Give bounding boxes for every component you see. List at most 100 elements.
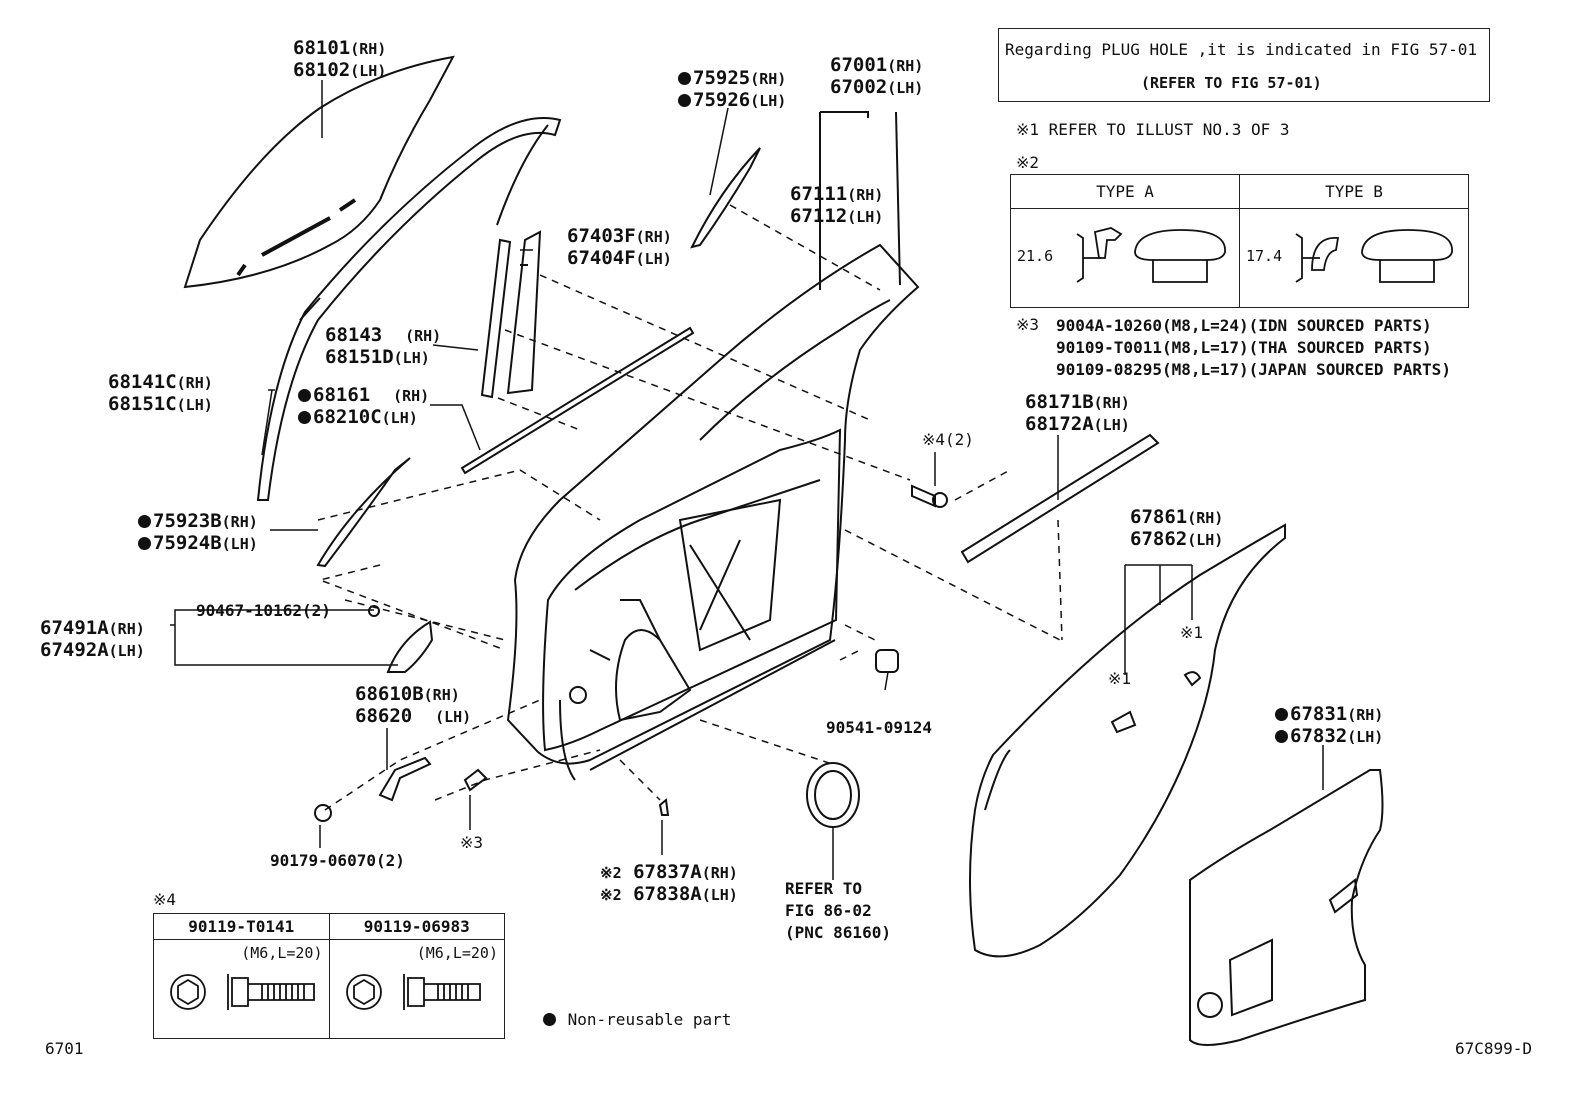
clip-shape [1110,671,1202,734]
non-reusable-dot-icon [1275,708,1288,721]
mirror-base-shape [386,620,434,673]
label-67112: 67112(LH) [790,205,884,227]
opening-trim-inner [984,749,1011,811]
label-67838a: ※2 67838A(LH) [600,883,738,905]
non-reusable-legend: Non-reusable part [543,1011,731,1029]
plug-hole-note-box: Regarding PLUG HOLE ,it is indicated in … [998,28,1490,102]
label-67837a: ※2 67837A(RH) [600,861,738,883]
speaker-shape [806,762,860,828]
label-90179: 90179-06070(2) [270,851,405,870]
label-x1-right: ※1 [1180,623,1204,642]
label-90467: 90467-10162(2) [196,601,331,620]
door-panel-shape [506,243,920,781]
bolt-x4-head [932,492,948,508]
label-67862: 67862(LH) [1130,528,1224,550]
label-68172a: 68172A(LH) [1025,413,1130,435]
bolt-col2-part-number: 90119-06983 [328,913,505,940]
footer-illustration-code: 67C899-D [1455,1039,1533,1058]
label-refer-pnc: (PNC 86160) [785,923,891,942]
bolt-col2-spec: (M6,L=20) [416,944,498,962]
garnish-75923b-shape [316,457,411,568]
footer-figure-number: 6701 [45,1039,84,1058]
clip-67837-shape [658,798,670,816]
non-reusable-dot-icon [298,411,311,424]
label-68171b: 68171B(RH) [1025,391,1130,413]
plug-90541-shape [875,649,899,673]
label-67404f: 67404F(LH) [567,247,672,269]
non-reusable-dot-icon [1275,730,1288,743]
leader-67861 [1124,564,1193,675]
label-75926: 75926(LH) [678,90,786,112]
label-75923b: 75923B(RH) [138,511,258,533]
garnish-75925-shape [690,147,761,249]
type-b-dimension: 17.4 [1246,247,1283,265]
note-4-mark: ※4 [153,890,177,909]
leader-lines [170,80,1324,880]
label-67861: 67861(RH) [1130,506,1224,528]
non-reusable-dot-icon [678,72,691,85]
label-68151d: 68151D(LH) [325,346,430,368]
flange-bolt-icon [345,974,481,1010]
bolt-table: 90119-T0141 90119-06983 (M6,L=20) (M6,L=… [153,913,505,1039]
speaker-inner-shape [814,770,852,820]
non-reusable-dot-icon [543,1013,556,1026]
nut-90179-shape [314,804,332,822]
label-67492a: 67492A(LH) [40,639,145,661]
label-68151c: 68151C(LH) [108,393,213,415]
bolt-x4-shape [911,484,936,508]
note-3-line-1: 9004A-10260(M8,L=24)(IDN SOURCED PARTS) [1056,316,1432,335]
label-75925: 75925(RH) [678,68,786,90]
note-1: ※1 REFER TO ILLUST NO.3 OF 3 [1016,120,1290,139]
label-68620: 68620 (LH) [355,705,472,727]
label-68101: 68101(RH) [293,37,387,59]
dashed-assembly-lines [317,204,1063,811]
rear-sash-shape [480,238,512,399]
non-reusable-dot-icon [138,515,151,528]
label-75924b: 75924B(LH) [138,533,258,555]
screw-90467-shape [368,605,380,617]
label-67111: 67111(RH) [790,183,884,205]
bolt-col2-cell: (M6,L=20) [328,939,505,1039]
plug-hole-note-line1: Regarding PLUG HOLE ,it is indicated in … [1005,40,1478,59]
label-67403f: 67403F(RH) [567,225,672,247]
note-3-line-2: 90109-T0011(M8,L=17)(THA SOURCED PARTS) [1056,338,1432,357]
type-b-cell: 17.4 [1239,208,1469,308]
clip-type-table: TYPE A TYPE B 21.6 17.4 [1010,174,1469,308]
label-68143: 68143 (RH) [325,324,442,346]
label-68161: 68161 (RH) [298,385,429,407]
weatherstrip-68171b-shape [960,433,1160,564]
type-a-clip-icon [1076,227,1226,283]
label-67001: 67001(RH) [830,54,924,76]
non-reusable-dot-icon [298,389,311,402]
label-67832: 67832(LH) [1275,726,1383,748]
label-68102: 68102(LH) [293,59,387,81]
label-67831: 67831(RH) [1275,704,1383,726]
label-68610b: 68610B(RH) [355,683,460,705]
flange-bolt-icon [170,974,315,1010]
door-glass-shape [183,55,455,289]
label-90541: 90541-09124 [826,718,932,737]
note-2-mark: ※2 [1016,153,1040,172]
type-b-header: TYPE B [1239,174,1469,209]
non-reusable-dot-icon [138,537,151,550]
belt-moulding-shape [460,326,695,475]
type-a-header: TYPE A [1010,174,1240,209]
note-3-mark: ※3 [1016,315,1040,334]
opening-trim-shape [969,523,1286,958]
run-channel-shape [256,117,562,501]
label-refer-fig: FIG 86-02 [785,901,872,920]
label-68210c: 68210C(LH) [298,407,418,429]
label-x3: ※3 [460,833,484,852]
plug-hole-note-line2: (REFER TO FIG 57-01) [1141,74,1322,92]
non-reusable-dot-icon [678,94,691,107]
label-67491a: 67491A(RH) [40,617,145,639]
label-67002: 67002(LH) [830,76,924,98]
bolt-col1-part-number: 90119-T0141 [153,913,330,940]
note-3-line-3: 90109-08295(M8,L=17)(JAPAN SOURCED PARTS… [1056,360,1451,379]
bolt-x3-shape [463,768,488,792]
type-a-dimension: 21.6 [1017,247,1054,265]
door-trim-board-shape [1189,769,1384,1046]
bolt-col1-cell: (M6,L=20) [153,939,330,1039]
label-x4-2: ※4(2) [922,430,974,449]
